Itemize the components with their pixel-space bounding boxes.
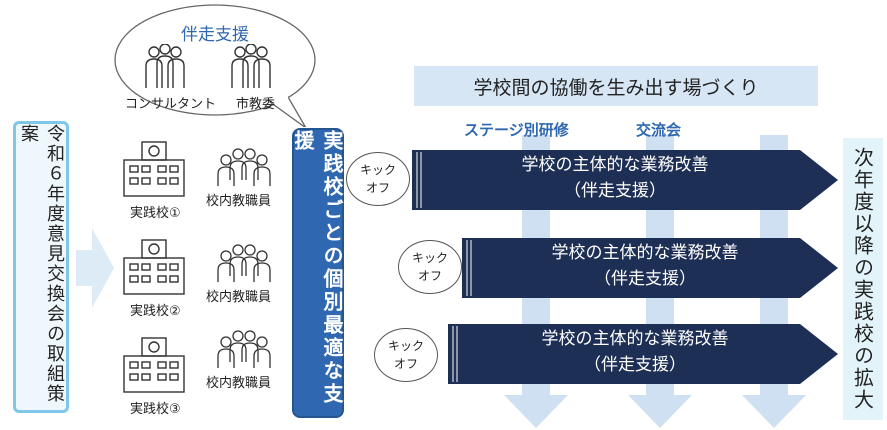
school-name-3: 実践校③	[130, 402, 181, 417]
school-name-2: 実践校②	[130, 304, 181, 319]
staff-icon-2	[217, 244, 271, 282]
improvement-text-2: 学校の主体的な業務改善 （伴走支援）	[485, 240, 805, 292]
school-icon-1	[123, 141, 185, 197]
improvement-line2-3: （伴走支援）	[584, 355, 686, 375]
kickoff-circle-3: キック オフ	[374, 328, 438, 382]
improvement-line1-3: 学校の主体的な業務改善	[541, 329, 729, 349]
center-support-box: 実践校ごとの個別最適な支援	[291, 128, 344, 418]
staff-icon-3	[217, 330, 271, 368]
staff-label-3: 校内教職員	[206, 376, 272, 391]
staff-label-2: 校内教職員	[206, 290, 272, 305]
consultant-label: コンサルタント	[125, 97, 217, 112]
expansion-text: 次年度以降の実践校の拡大	[850, 147, 875, 411]
city-board-icon	[231, 44, 271, 88]
improvement-arrow-1	[412, 150, 838, 210]
left-policy-panel: 令和６年度意見交換会の取組策案	[13, 121, 69, 413]
consultant-icon	[145, 44, 185, 88]
improvement-text-3: 学校の主体的な業務改善 （伴走支援）	[470, 326, 800, 378]
support-bubble	[114, 4, 316, 127]
kickoff-line2-3: オフ	[393, 357, 418, 371]
kickoff-circle-1: キック オフ	[346, 152, 410, 206]
school-icon-3	[123, 337, 185, 393]
collaboration-band: 学校間の協働を生み出す場づくり	[414, 66, 818, 106]
kickoff-line1-2: キック	[411, 251, 448, 265]
improvement-arrow-3	[448, 324, 838, 384]
center-support-text: 実践校ごとの個別最適な支援	[291, 130, 344, 406]
kickoff-circle-2: キック オフ	[398, 240, 462, 294]
collaboration-band-text: 学校間の協働を生み出す場づくり	[473, 76, 759, 99]
improvement-text-1: 学校の主体的な業務改善 （伴走支援）	[445, 152, 785, 204]
improvement-line1-1: 学校の主体的な業務改善	[521, 155, 709, 175]
kickoff-line2-1: オフ	[365, 181, 390, 195]
school-name-1: 実践校①	[130, 206, 181, 221]
support-title: 伴走支援	[181, 25, 249, 45]
kickoff-line2-2: オフ	[417, 269, 442, 283]
exchange-label: 交流会	[636, 121, 682, 139]
staff-icon-1	[217, 148, 271, 186]
school-icon-2	[123, 239, 185, 295]
city-board-label: 市教委	[236, 97, 276, 112]
improvement-arrow-2	[462, 238, 838, 298]
staff-label-1: 校内教職員	[206, 194, 272, 209]
kickoff-line1-1: キック	[359, 163, 396, 177]
improvement-line2-2: （伴走支援）	[594, 269, 696, 289]
expansion-panel: 次年度以降の実践校の拡大	[843, 138, 883, 420]
improvement-line2-1: （伴走支援）	[564, 181, 666, 201]
kickoff-line1-3: キック	[387, 339, 424, 353]
left-policy-text: 令和６年度意見交換会の取組策案	[18, 124, 65, 404]
left-flow-arrow	[76, 228, 114, 308]
stage-training-label: ステージ別研修	[464, 121, 569, 139]
improvement-line1-2: 学校の主体的な業務改善	[551, 243, 739, 263]
